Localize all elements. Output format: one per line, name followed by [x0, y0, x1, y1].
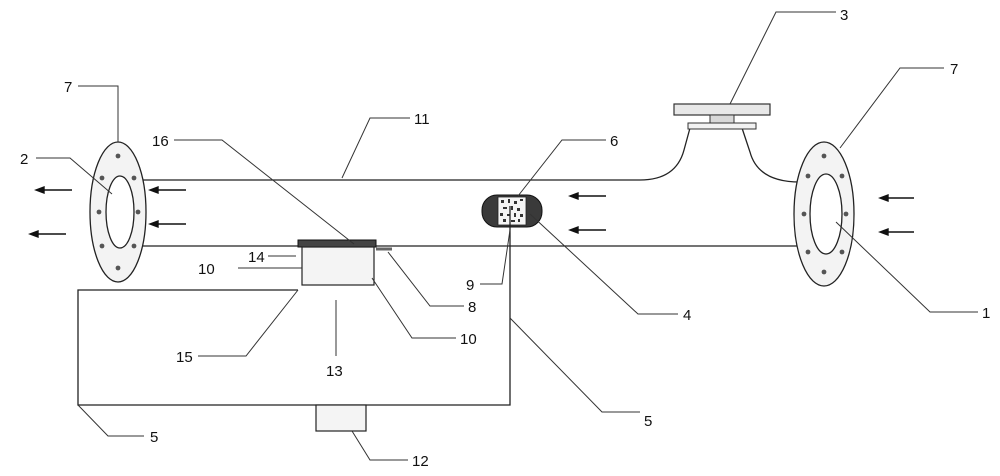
label-12: 12	[412, 453, 429, 470]
label-7-left: 7	[64, 79, 72, 96]
main-pipe	[112, 127, 808, 247]
leader-lines	[36, 11, 978, 461]
bottom-connector-box	[315, 404, 367, 432]
label-15: 15	[176, 349, 193, 366]
label-5-right: 5	[644, 413, 652, 430]
label-11: 11	[414, 111, 430, 128]
right-flange	[793, 141, 855, 287]
sensor-element	[481, 194, 543, 228]
label-10-right: 10	[460, 331, 477, 348]
label-3: 3	[840, 7, 848, 24]
left-flange	[89, 141, 147, 283]
inlet-opening	[809, 173, 843, 255]
measurement-unit	[297, 239, 392, 286]
valve-handle	[673, 103, 771, 130]
label-14: 14	[248, 249, 265, 266]
label-9: 9	[466, 277, 474, 294]
label-7-right: 7	[950, 61, 958, 78]
label-13: 13	[326, 363, 343, 380]
label-4: 4	[683, 307, 691, 324]
label-2: 2	[20, 151, 28, 168]
label-16: 16	[152, 133, 169, 150]
label-6: 6	[610, 133, 618, 150]
label-10-left: 10	[198, 261, 215, 278]
label-5-left: 5	[150, 429, 158, 446]
label-8: 8	[468, 299, 476, 316]
flow-arrows	[28, 185, 914, 239]
part-labels: 3 7 7 2 1 16 11 6 4 9 8 10 10 14 15 13 5…	[20, 7, 990, 470]
label-1: 1	[982, 305, 990, 322]
outlet-opening	[105, 175, 135, 249]
